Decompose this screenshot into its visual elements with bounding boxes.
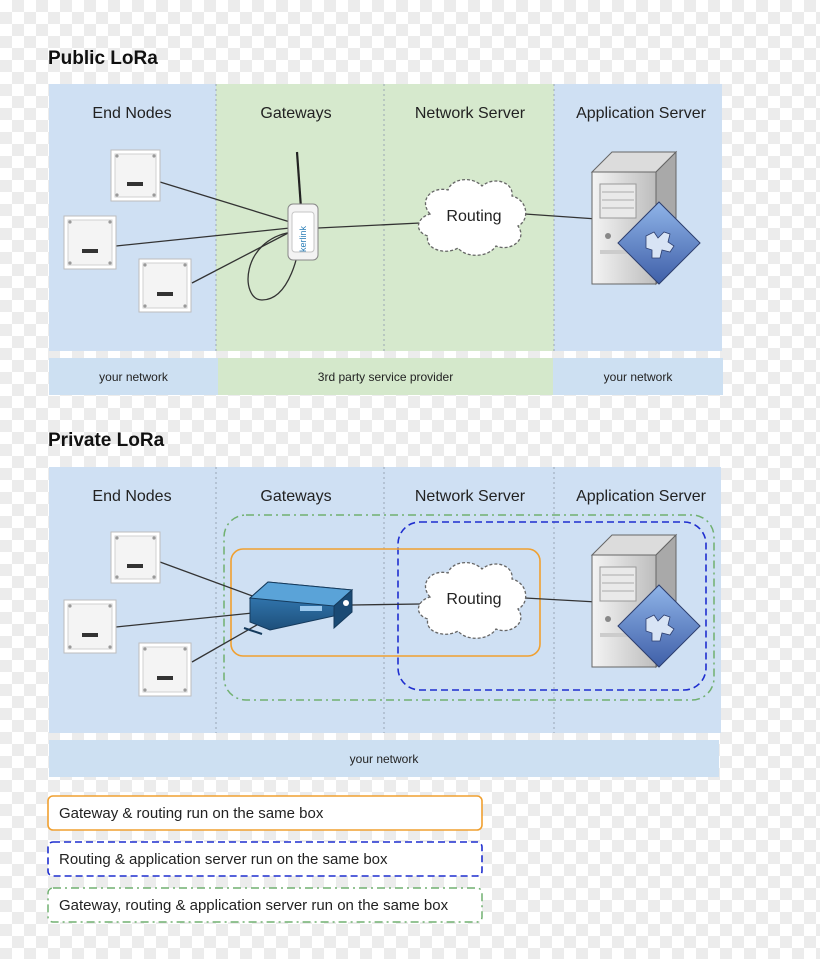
private-server-icon [590, 533, 701, 669]
private-header-end-nodes: End Nodes [92, 488, 172, 505]
public-header-end-nodes: End Nodes [92, 105, 172, 122]
public-links [115, 181, 598, 301]
public-header-gateways: Gateways [260, 105, 332, 122]
public-end-node-2 [63, 215, 117, 270]
public-gateway-antenna-icon [287, 151, 319, 261]
public-footer-left-label: your network [99, 370, 168, 384]
public-gateway-brand-label: kerlink [298, 225, 308, 252]
private-links [115, 561, 598, 663]
private-lora-title: Private LoRa [48, 430, 165, 451]
private-gateway-box-icon [243, 581, 354, 635]
public-footer-left [49, 358, 218, 395]
public-server-icon [590, 150, 701, 286]
legend-item-routing-application: Routing & application server run on the … [59, 851, 388, 868]
private-end-node-3 [138, 642, 192, 697]
private-footer-label: your network [349, 752, 419, 766]
group-gateway-routing-solid [230, 548, 541, 657]
public-routing-cloud [417, 179, 527, 256]
legend-item-gateway-routing-application: Gateway, routing & application server ru… [59, 897, 449, 914]
private-end-node-2 [63, 599, 117, 654]
legend-item-gateway-routing: Gateway & routing run on the same box [59, 805, 324, 822]
legend-box-dashdot-green [47, 887, 483, 923]
public-server-gear-badge-icon [617, 201, 701, 285]
public-footer-right-label: your network [603, 370, 673, 384]
public-lora-title: Public LoRa [48, 48, 158, 69]
private-header-network-server: Network Server [414, 488, 526, 505]
public-header-network-server: Network Server [414, 105, 526, 122]
public-routing-label: Routing [446, 208, 502, 225]
public-footer-middle-label: 3rd party service provider [317, 370, 454, 384]
private-header-gateways: Gateways [260, 488, 332, 505]
private-routing-label: Routing [446, 591, 502, 608]
private-server-gear-badge-icon [617, 584, 701, 668]
public-header-application-server: Application Server [576, 105, 706, 122]
group-routing-application-dashed [397, 521, 707, 691]
public-footer-middle [218, 358, 553, 395]
legend-box-dashed-blue [47, 841, 483, 877]
public-end-node-3 [138, 258, 192, 313]
private-routing-cloud [417, 562, 527, 639]
private-header-application-server: Application Server [576, 488, 706, 505]
public-end-node-1 [110, 149, 161, 202]
group-gateway-routing-application-dashdot [223, 514, 715, 701]
public-footer-right [553, 358, 723, 395]
legend-box-solid-orange [47, 795, 483, 831]
private-end-node-1 [110, 531, 161, 584]
private-footer [49, 740, 719, 777]
